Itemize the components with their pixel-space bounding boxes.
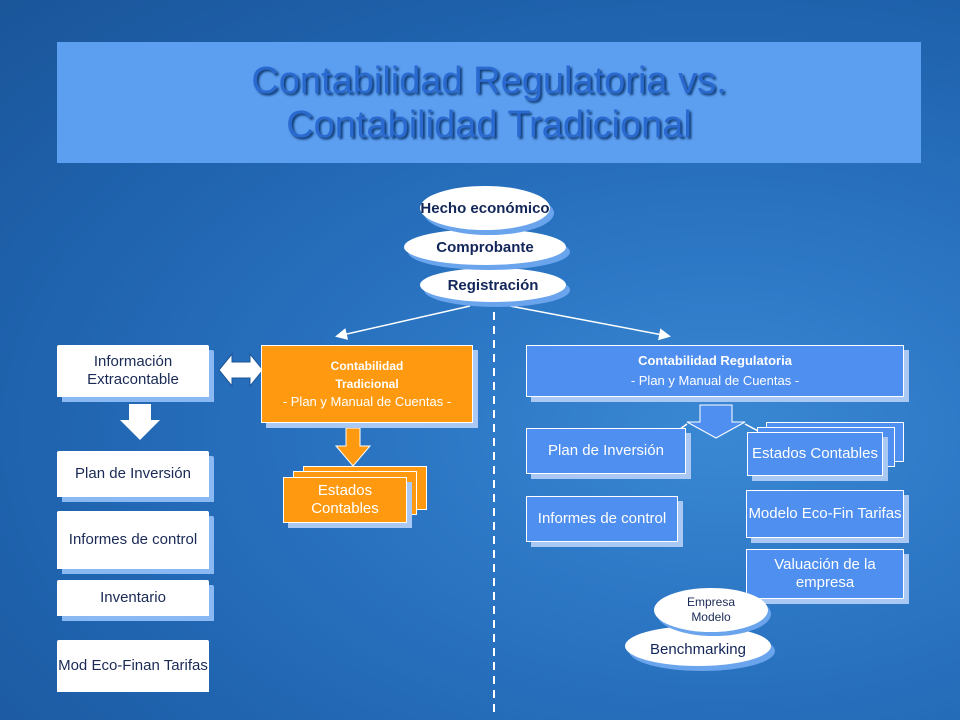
down-arrow-orange-icon — [334, 427, 372, 467]
down-arrow-blue-icon — [686, 404, 746, 439]
registracion-label: Registración — [447, 276, 539, 294]
benchmarking-ellipse: Benchmarking — [625, 626, 771, 666]
tradicional-title-2: Tradicional — [335, 377, 399, 391]
left-plan-inversion-box: Plan de Inversión — [57, 451, 209, 497]
tradicional-box: Contabilidad Tradicional - Plan y Manual… — [261, 345, 473, 423]
reg-informes-control-label: Informes de control — [537, 510, 667, 527]
double-arrow-icon — [218, 352, 264, 388]
left-informes-control-label: Informes de control — [68, 531, 198, 548]
regulatoria-box: Contabilidad Regulatoria - Plan y Manual… — [526, 345, 904, 397]
empresa-modelo-label: Empresa Modelo — [686, 595, 736, 624]
info-extracontable-label: Información Extracontable — [87, 353, 179, 388]
tradicional-estados-label: Estados Contables — [311, 482, 379, 517]
inventario-label: Inventario — [100, 589, 166, 606]
comprobante-ellipse: Comprobante — [404, 229, 566, 265]
registracion-ellipse: Registración — [420, 268, 566, 302]
valuacion-box: Valuación de la empresa — [746, 549, 904, 599]
inventario-box: Inventario — [57, 580, 209, 616]
modelo-eco-fin-box: Modelo Eco-Fin Tarifas — [746, 490, 904, 538]
tradicional-title-1: Contabilidad — [330, 359, 404, 373]
reg-estados-box: Estados Contables — [747, 432, 883, 476]
reg-informes-control-box: Informes de control — [526, 496, 678, 542]
regulatoria-title: Contabilidad Regulatoria — [638, 353, 792, 368]
modelo-eco-fin-label: Modelo Eco-Fin Tarifas — [748, 505, 902, 522]
tradicional-estados-box: Estados Contables — [283, 477, 407, 523]
empresa-modelo-ellipse: Empresa Modelo — [654, 588, 768, 632]
reg-plan-inversion-label: Plan de Inversión — [548, 442, 664, 459]
regulatoria-subtitle: - Plan y Manual de Cuentas - — [630, 373, 800, 388]
reg-plan-inversion-box: Plan de Inversión — [526, 428, 686, 474]
valuacion-label: Valuación de la empresa — [774, 556, 876, 591]
benchmarking-label: Benchmarking — [650, 640, 746, 658]
left-plan-inversion-label: Plan de Inversión — [75, 465, 191, 482]
page-title: Contabilidad Regulatoria vs. Contabilida… — [57, 42, 921, 163]
arrow-to-regulatoria — [509, 305, 671, 341]
hecho-economico-label: Hecho económico — [420, 199, 550, 217]
info-extracontable-box: Información Extracontable — [57, 345, 209, 397]
left-informes-control-box: Informes de control — [57, 511, 209, 569]
title-line-2: Contabilidad Tradicional — [286, 103, 692, 146]
tradicional-subtitle: - Plan y Manual de Cuentas - — [282, 394, 452, 409]
comprobante-label: Comprobante — [436, 238, 534, 256]
down-arrow-left-icon — [120, 404, 160, 440]
hecho-economico-ellipse: Hecho económico — [420, 186, 550, 230]
reg-estados-label: Estados Contables — [752, 445, 878, 462]
arrow-to-tradicional — [335, 305, 471, 340]
mod-eco-finan-box: Mod Eco-Finan Tarifas — [57, 640, 209, 692]
mod-eco-finan-label: Mod Eco-Finan Tarifas — [58, 657, 208, 674]
title-line-1: Contabilidad Regulatoria vs. — [251, 59, 727, 102]
